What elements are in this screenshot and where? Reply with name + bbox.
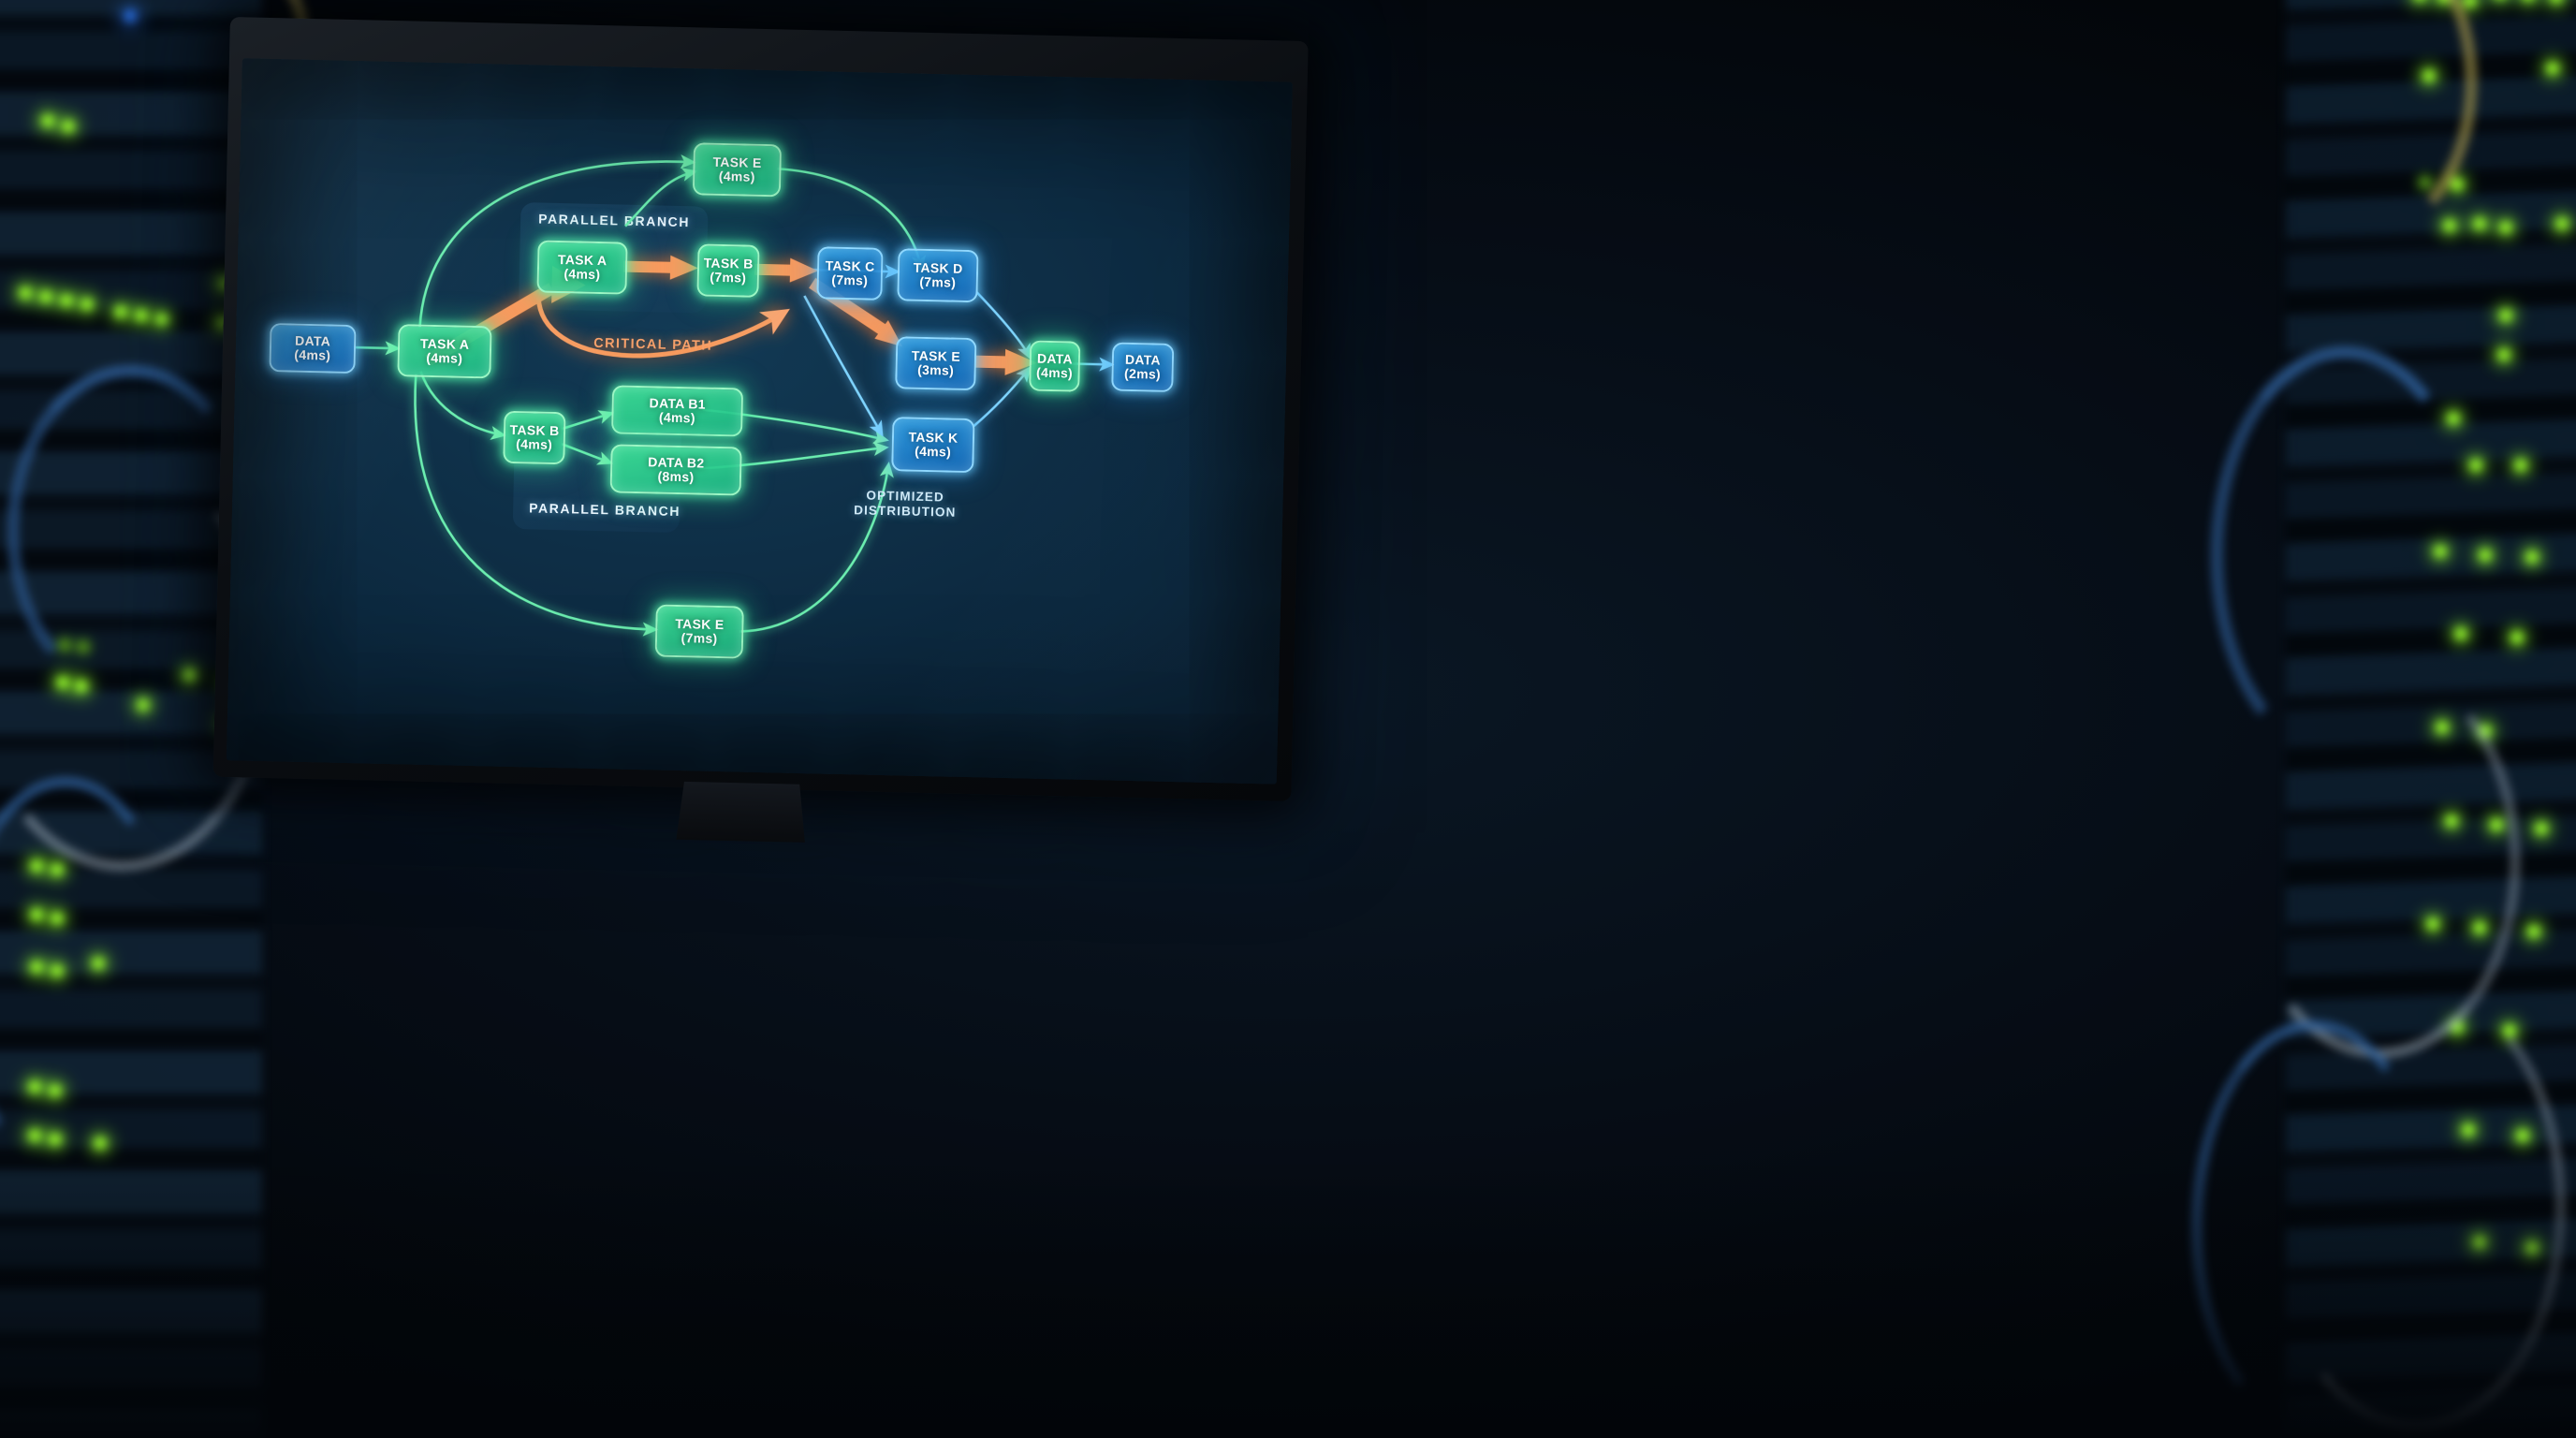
node-task-e-bottom[interactable]: TASK E (7ms): [654, 604, 744, 659]
task-pipeline-diagram: PARALLEL BRANCH PARALLEL BRANCH: [227, 58, 1293, 784]
node-duration: (4ms): [915, 443, 952, 460]
node-duration: (3ms): [917, 361, 955, 378]
node-task-e-top[interactable]: TASK E (4ms): [692, 142, 783, 198]
monitor-screen: PARALLEL BRANCH PARALLEL BRANCH: [226, 58, 1293, 785]
node-task-d[interactable]: TASK D (7ms): [897, 248, 979, 303]
monitor: PARALLEL BRANCH PARALLEL BRANCH: [212, 17, 1309, 843]
node-duration: (4ms): [1035, 364, 1074, 381]
node-duration: (4ms): [718, 168, 755, 184]
node-duration: (2ms): [1123, 365, 1162, 382]
node-duration: (7ms): [710, 269, 747, 286]
node-task-c[interactable]: TASK C (7ms): [816, 246, 884, 301]
node-duration: (4ms): [294, 346, 331, 363]
node-task-b-lower[interactable]: TASK B (4ms): [503, 410, 566, 465]
annotation-critical-path: CRITICAL PATH: [593, 335, 713, 354]
node-duration: (7ms): [681, 630, 718, 646]
node-duration: (7ms): [919, 273, 957, 290]
node-duration: (8ms): [657, 468, 695, 485]
node-task-k[interactable]: TASK K (4ms): [891, 417, 975, 474]
node-duration: (4ms): [564, 266, 601, 283]
node-task-e-3ms[interactable]: TASK E (3ms): [895, 336, 977, 391]
node-data-final[interactable]: DATA (2ms): [1111, 342, 1175, 392]
node-duration: (7ms): [831, 271, 869, 288]
node-duration: (4ms): [426, 349, 463, 366]
node-task-a-2[interactable]: TASK A (4ms): [536, 240, 628, 295]
optimized-line-2: DISTRIBUTION: [854, 503, 957, 520]
node-duration: (4ms): [658, 409, 696, 426]
node-duration: (4ms): [516, 436, 553, 452]
node-data-out[interactable]: DATA (4ms): [1029, 340, 1081, 392]
node-data-in[interactable]: DATA (4ms): [269, 323, 357, 374]
annotation-optimized-distribution: OPTIMIZED DISTRIBUTION: [854, 488, 957, 521]
monitor-stand: [676, 781, 805, 843]
floor-shadow: [0, 1157, 2576, 1438]
node-data-b2[interactable]: DATA B2 (8ms): [609, 444, 742, 496]
node-task-b-parallel[interactable]: TASK B (7ms): [696, 243, 760, 298]
node-task-a-1[interactable]: TASK A (4ms): [397, 324, 492, 379]
node-data-b1[interactable]: DATA B1 (4ms): [611, 385, 744, 437]
